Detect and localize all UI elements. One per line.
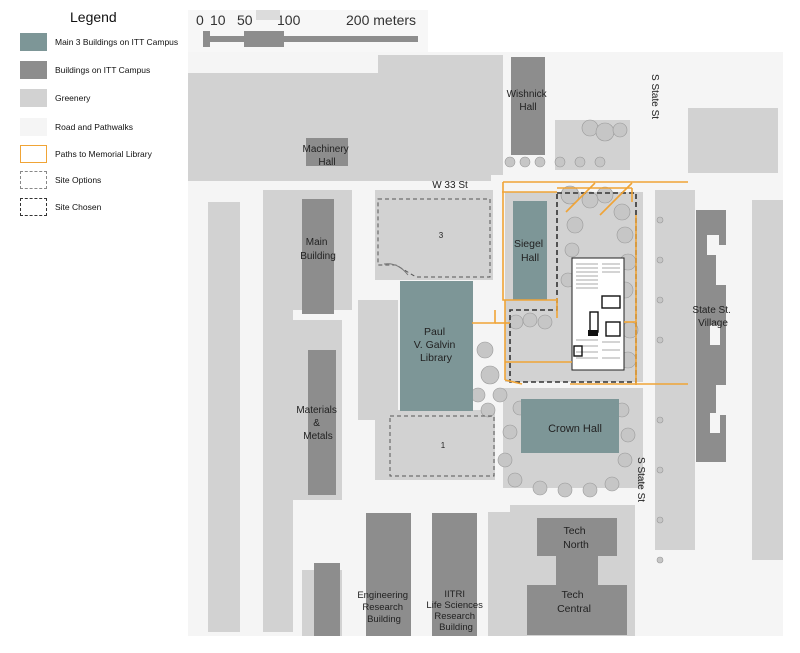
state-village-notches xyxy=(707,235,720,433)
legend-swatch-building xyxy=(20,61,47,79)
main-building-building xyxy=(302,199,334,314)
label-iitri: IITRI Life Sciences Research Building xyxy=(426,589,485,633)
label-state-st-village: State St. Village xyxy=(692,305,733,329)
label-wishnick-hall: Wishnick Hall xyxy=(507,89,550,113)
legend-swatch-main xyxy=(20,33,47,51)
scale-segment xyxy=(203,31,210,47)
small-south-building xyxy=(314,563,340,636)
iitri-building xyxy=(432,513,477,636)
site-options xyxy=(377,198,495,477)
legend-label: Road and Pathwalks xyxy=(55,122,133,132)
label-materials-metals: Materials & Metals xyxy=(296,405,339,442)
legend-item-path: Paths to Memorial Library xyxy=(20,145,152,163)
legend-title: Legend xyxy=(70,9,117,25)
legend-item-road: Road and Pathwalks xyxy=(20,118,133,136)
materials-metals-building xyxy=(308,350,336,495)
tech-central-building xyxy=(527,585,627,635)
scale-tick: 0 xyxy=(196,12,204,28)
label-site-3: 3 xyxy=(439,231,444,240)
legend-swatch-road xyxy=(20,118,47,136)
machinery-hall-building xyxy=(306,138,348,166)
label-engineering-research: Engineering Research Building xyxy=(357,590,410,625)
label-galvin-library: Paul V. Galvin Library xyxy=(414,326,459,364)
galvin-library-building xyxy=(400,281,473,411)
scale-segment xyxy=(210,36,244,42)
label-crown-hall: Crown Hall xyxy=(548,423,602,435)
label-state-st-south: S State St xyxy=(635,457,646,502)
tech-central-connector xyxy=(556,556,598,586)
scale-segment xyxy=(256,10,280,20)
legend-label: Greenery xyxy=(55,93,91,103)
siegel-hall-building xyxy=(513,201,547,300)
legend-item-buildings: Buildings on ITT Campus xyxy=(20,61,150,79)
engineering-research-building xyxy=(366,513,411,636)
label-tech-central: Tech Central xyxy=(557,589,591,615)
legend-item-main-buildings: Main 3 Buildings on ITT Campus xyxy=(20,33,178,51)
label-siegel-hall: Siegel Hall xyxy=(514,238,546,264)
main-buildings xyxy=(400,201,619,453)
map-legend: Legend Main 3 Buildings on ITT Campus Bu… xyxy=(0,0,190,240)
legend-swatch-site-chosen xyxy=(20,198,47,216)
legend-item-site-chosen: Site Chosen xyxy=(20,198,101,216)
legend-swatch-greenery xyxy=(20,89,47,107)
paths-to-library xyxy=(472,181,688,385)
crown-hall-building xyxy=(521,399,619,453)
legend-label: Site Options xyxy=(55,175,102,185)
label-main-building: Main Building xyxy=(300,237,336,262)
legend-label: Buildings on ITT Campus xyxy=(55,65,151,75)
wishnick-hall-building xyxy=(511,57,545,155)
scale-segment xyxy=(244,31,284,47)
site-option-3-curve xyxy=(383,263,409,276)
scale-tick: 200 meters xyxy=(346,12,417,28)
scale-segment xyxy=(284,36,418,42)
legend-label: Main 3 Buildings on ITT Campus xyxy=(55,37,179,47)
label-site-1: 1 xyxy=(441,441,446,450)
scale-tick: 10 xyxy=(210,12,226,28)
legend-label: Paths to Memorial Library xyxy=(55,149,152,159)
legend-swatch-site-options xyxy=(20,171,47,189)
legend-item-site-options: Site Options xyxy=(20,171,101,189)
scale-tick: 100 xyxy=(277,12,301,28)
map-labels: Wishnick Hall Machinery Hall Main Buildi… xyxy=(296,74,733,633)
campus-map: Wishnick Hall Machinery Hall Main Buildi… xyxy=(188,52,783,636)
label-w-33-st: W 33 St xyxy=(432,180,468,191)
label-state-st-north: S State St xyxy=(649,74,660,119)
tech-north-building xyxy=(537,518,617,556)
label-tech-north: Tech North xyxy=(563,525,589,551)
scale-bar: 0 10 50 100 200 meters xyxy=(188,10,428,52)
legend-label: Site Chosen xyxy=(55,202,102,212)
label-machinery-hall: Machinery Hall xyxy=(303,144,352,168)
legend-item-greenery: Greenery xyxy=(20,89,90,107)
library-floor-plan xyxy=(571,257,625,371)
scale-tick: 50 xyxy=(237,12,253,28)
legend-swatch-path xyxy=(20,145,47,163)
